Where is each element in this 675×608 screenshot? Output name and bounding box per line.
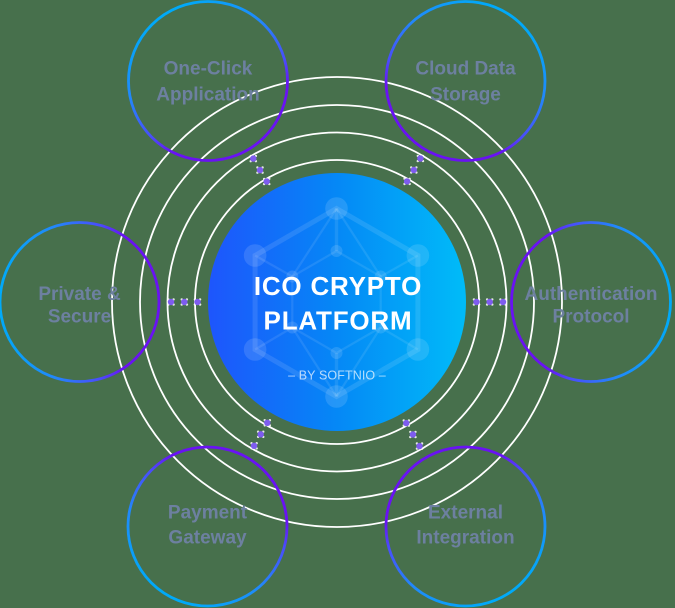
svg-text:Protocol: Protocol — [552, 307, 629, 328]
svg-text:Storage: Storage — [430, 85, 501, 106]
svg-text:Integration: Integration — [416, 528, 514, 549]
svg-text:External: External — [428, 503, 503, 524]
svg-text:Authentication: Authentication — [525, 284, 658, 305]
svg-text:ICO CRYPTO: ICO CRYPTO — [254, 271, 422, 301]
svg-text:Secure: Secure — [48, 307, 111, 328]
svg-text:Application: Application — [156, 85, 259, 106]
svg-text:Payment: Payment — [168, 503, 248, 524]
svg-text:One-Click: One-Click — [164, 58, 253, 79]
svg-text:Cloud Data: Cloud Data — [415, 58, 516, 79]
svg-text:Gateway: Gateway — [168, 528, 247, 549]
svg-text:– BY SOFTNIO –: – BY SOFTNIO – — [288, 368, 386, 382]
svg-text:PLATFORM: PLATFORM — [264, 306, 413, 336]
svg-text:Private &: Private & — [38, 284, 121, 305]
